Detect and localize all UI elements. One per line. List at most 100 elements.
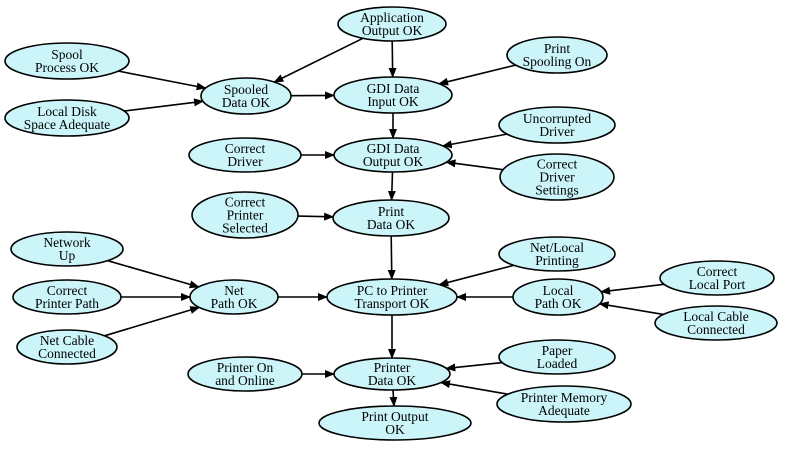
node-label-line: Loaded: [537, 356, 578, 371]
node-label-line: GDI Data: [367, 141, 420, 156]
node-label-line: Driver: [227, 154, 263, 169]
node-ellipse: [498, 236, 616, 272]
node-ellipse: [318, 405, 472, 441]
edge-printer-data-to-print-output: [389, 389, 398, 407]
edge-arrow: [440, 380, 508, 395]
edge-arrow: [104, 306, 201, 337]
node-label-line: Local Port: [689, 277, 746, 292]
node-label-line: Spooled: [224, 82, 269, 97]
node-label-line: Application: [360, 10, 424, 25]
edge-correct-local-port-to-local-path: [600, 283, 665, 295]
node-label-line: Correct: [47, 283, 88, 298]
node-label-line: Print: [378, 204, 405, 219]
node-label-line: Spool: [51, 47, 83, 62]
node-label-line: Print: [544, 41, 571, 56]
edge-uncorrupted-driver-to-gdi-output: [441, 133, 508, 149]
edge-spool-process-to-spooled-data: [118, 70, 207, 91]
node-ellipse: [333, 357, 451, 391]
node-ellipse: [333, 137, 453, 173]
node-label-line: Selected: [222, 221, 268, 236]
node-ellipse: [326, 278, 458, 316]
node-ellipse: [659, 260, 775, 296]
node-ellipse: [191, 191, 299, 239]
node-label-line: Printer: [227, 208, 264, 223]
edge-arrow: [445, 159, 504, 171]
edge-gdi-output-to-print-data: [387, 171, 396, 201]
node-label-line: Path OK: [211, 296, 258, 311]
node-label-line: Driver: [539, 124, 575, 139]
edge-arrow: [445, 361, 503, 372]
edge-printer-selected-to-print-data: [297, 212, 335, 221]
node-label-line: Up: [59, 248, 76, 263]
node-label-line: Driver: [539, 170, 575, 185]
node-ellipse: [333, 76, 453, 114]
node-ellipse: [332, 199, 450, 237]
node-label-line: Settings: [535, 183, 579, 198]
node-ellipse: [506, 36, 608, 74]
node-ellipse: [337, 6, 447, 42]
edge-arrow: [387, 235, 396, 280]
node-label-line: PC to Printer: [357, 283, 428, 298]
node-ellipse: [4, 42, 130, 80]
edges-layer: [104, 37, 665, 407]
node-ellipse: [496, 385, 632, 423]
node-label-line: Output OK: [362, 23, 423, 38]
edge-arrow: [297, 212, 335, 221]
node-label-line: Printer On: [217, 360, 274, 375]
edge-arrow: [388, 40, 397, 78]
edge-arrow: [118, 70, 207, 91]
node-label-line: Data OK: [367, 217, 416, 232]
edge-app-output-to-spooled-data: [273, 37, 364, 83]
edge-local-disk-to-spooled-data: [124, 98, 204, 112]
node-label-line: Local: [543, 283, 574, 298]
edge-printer-memory-to-printer-data: [440, 380, 508, 395]
node-ellipse: [654, 305, 778, 341]
edge-print-spooling-to-gdi-input: [438, 64, 516, 86]
node-label-line: Uncorrupted: [523, 111, 591, 126]
edge-arrow: [387, 171, 396, 201]
node-ellipse: [189, 279, 279, 315]
node-label-line: Printing: [535, 253, 579, 268]
edge-print-data-to-pc-transport: [387, 235, 396, 280]
edge-arrow: [273, 37, 364, 83]
node-label-line: Input OK: [367, 94, 419, 109]
node-ellipse: [10, 231, 124, 267]
edge-network-up-to-net-path: [107, 259, 200, 289]
edge-arrow: [124, 98, 204, 112]
node-label-line: Connected: [687, 322, 745, 337]
node-label-line: Print Output: [361, 409, 428, 424]
edge-arrow: [600, 283, 665, 295]
node-label-line: Output OK: [363, 154, 424, 169]
node-label-line: Net: [224, 283, 244, 298]
node-label-line: Printer: [374, 360, 411, 375]
node-label-line: Data OK: [368, 373, 417, 388]
node-label-line: Printer Path: [35, 296, 99, 311]
node-ellipse: [512, 278, 604, 316]
node-label-line: Printer Memory: [521, 390, 608, 405]
node-label-line: Correct: [537, 157, 578, 172]
node-label-line: Network: [43, 235, 90, 250]
edge-arrow: [441, 133, 508, 149]
node-ellipse: [498, 339, 616, 375]
edge-local-cable-to-local-path: [598, 301, 664, 316]
node-label-line: Spooling On: [523, 54, 592, 69]
node-label-line: Local Cable: [683, 309, 749, 324]
edge-arrow: [438, 64, 516, 86]
